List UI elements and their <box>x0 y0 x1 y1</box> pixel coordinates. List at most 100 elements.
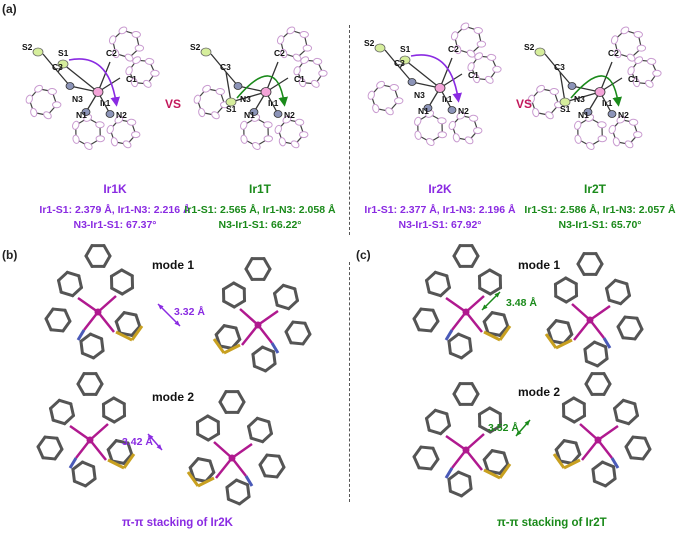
nitrogen-atom <box>447 106 457 114</box>
c-caption: π-π stacking of Ir2T <box>497 517 607 529</box>
iridium-center <box>94 308 102 316</box>
c-distance-mode2: 3.52 Å <box>488 422 519 434</box>
c-mode1-mol-right <box>544 252 644 368</box>
nitrogen-atom <box>407 78 417 86</box>
atom-label: C2 <box>106 48 117 58</box>
iridium-center <box>462 308 470 316</box>
atom-label: S2 <box>364 38 375 48</box>
iridium-center <box>254 321 262 329</box>
ortep-ring <box>367 80 404 116</box>
atom-label: Ir1 <box>100 98 111 108</box>
b-mode1-distance-arrow <box>157 303 181 327</box>
b-mode2-mol-left <box>36 372 136 488</box>
sulfur-atom <box>374 43 386 53</box>
atom-label: Ir1 <box>268 98 279 108</box>
atom-label: C1 <box>628 74 639 84</box>
angle-arrow <box>68 58 120 107</box>
ortep-ring <box>125 56 160 88</box>
complex-name-ir2k: Ir2K <box>428 182 452 196</box>
ortep-ring <box>627 56 662 88</box>
atom-label: N1 <box>76 110 87 120</box>
atom-label: N3 <box>574 94 585 104</box>
ortep-molecule-0 <box>25 26 160 150</box>
nitrogen-atom <box>81 108 91 116</box>
b-mode1-label: mode 1 <box>152 258 195 272</box>
sulfur-atom <box>32 47 44 57</box>
atom-label: Ir1 <box>602 98 613 108</box>
iridium-atom <box>260 87 272 97</box>
atom-label: N3 <box>72 94 83 104</box>
complex-bond-lengths-ir2t: Ir1-S1: 2.586 Å, Ir1-N3: 2.057 Å <box>524 204 676 216</box>
sulfur-atom <box>559 97 571 107</box>
atom-label: S1 <box>560 104 571 114</box>
vs-label-left: VS <box>165 97 182 111</box>
atom-label: C3 <box>554 62 565 72</box>
atom-label: N2 <box>458 106 469 116</box>
angle-arrow <box>570 75 622 107</box>
iridium-center <box>228 454 236 462</box>
atom-label: C3 <box>52 62 63 72</box>
atom-label: S2 <box>190 42 201 52</box>
iridium-atom <box>594 87 606 97</box>
sulfur-atom <box>534 47 546 57</box>
complex-bond-lengths-ir1t: Ir1-S1: 2.565 Å, Ir1-N3: 2.058 Å <box>184 204 336 216</box>
ortep-ring <box>106 115 141 149</box>
c-mode2-distance-arrow <box>515 419 531 437</box>
ortep-ring <box>414 110 447 146</box>
nitrogen-atom <box>607 110 617 118</box>
b-mode2-label: mode 2 <box>152 390 195 404</box>
b-caption: π-π stacking of Ir2K <box>122 517 233 529</box>
nitrogen-atom <box>249 108 259 116</box>
atom-label: C2 <box>608 48 619 58</box>
iridium-atom <box>92 87 104 97</box>
angle-arrow <box>410 54 462 103</box>
ortep-ring <box>450 22 487 58</box>
ortep-ring <box>448 111 483 145</box>
nitrogen-atom <box>233 82 243 90</box>
complex-bond-lengths-ir2k: Ir1-S1: 2.377 Å, Ir1-N3: 2.196 Å <box>364 204 516 216</box>
b-distance-mode2: 3.42 Å <box>122 436 153 448</box>
atom-label: N3 <box>414 90 425 100</box>
ortep-ring <box>276 26 313 62</box>
sulfur-atom <box>399 55 411 65</box>
complex-angle-ir2k: N3-Ir1-S1: 67.92° <box>398 219 482 231</box>
ortep-molecule-3 <box>527 26 662 150</box>
nitrogen-atom <box>105 110 115 118</box>
c-mode1-distance-arrow <box>481 291 501 311</box>
sulfur-atom <box>57 59 69 69</box>
panel-label-c: (c) <box>356 248 371 262</box>
nitrogen-atom <box>65 82 75 90</box>
atom-label: C2 <box>274 48 285 58</box>
atom-label: C3 <box>394 58 405 68</box>
c-mode1-mol-left <box>412 244 512 360</box>
atom-label: S2 <box>524 42 535 52</box>
ortep-ring <box>193 84 230 120</box>
angle-arrow <box>236 75 288 107</box>
iridium-center <box>586 316 594 324</box>
ortep-ring <box>527 84 564 120</box>
ortep-ring <box>108 26 145 62</box>
atom-label: S1 <box>58 48 69 58</box>
sulfur-atom <box>200 47 212 57</box>
nitrogen-atom <box>583 108 593 116</box>
complex-bond-lengths-ir1k: Ir1-S1: 2.379 Å, Ir1-N3: 2.216 Å <box>39 204 191 216</box>
atom-label: N2 <box>618 110 629 120</box>
complex-angle-ir2t: N3-Ir1-S1: 65.70° <box>558 219 642 231</box>
atom-label: C2 <box>448 44 459 54</box>
atom-label: C1 <box>294 74 305 84</box>
vs-label-right: VS <box>516 97 533 111</box>
ortep-ring <box>467 52 502 84</box>
complex-name-ir1k: Ir1K <box>103 182 127 196</box>
atom-label: S1 <box>226 104 237 114</box>
b-mode2-mol-right <box>186 390 286 506</box>
complex-angle-ir1t: N3-Ir1-S1: 66.22° <box>218 219 302 231</box>
atom-label: Ir1 <box>442 94 453 104</box>
atom-label: N1 <box>578 110 589 120</box>
b-mode1-mol-right <box>212 257 312 373</box>
panel-label-a: (a) <box>2 2 17 16</box>
ortep-structures <box>25 22 662 150</box>
ortep-ring <box>293 56 328 88</box>
divider-bottom <box>349 262 350 502</box>
c-mode2-mol-left <box>412 382 512 498</box>
complex-angle-ir1k: N3-Ir1-S1: 67.37° <box>73 219 157 231</box>
